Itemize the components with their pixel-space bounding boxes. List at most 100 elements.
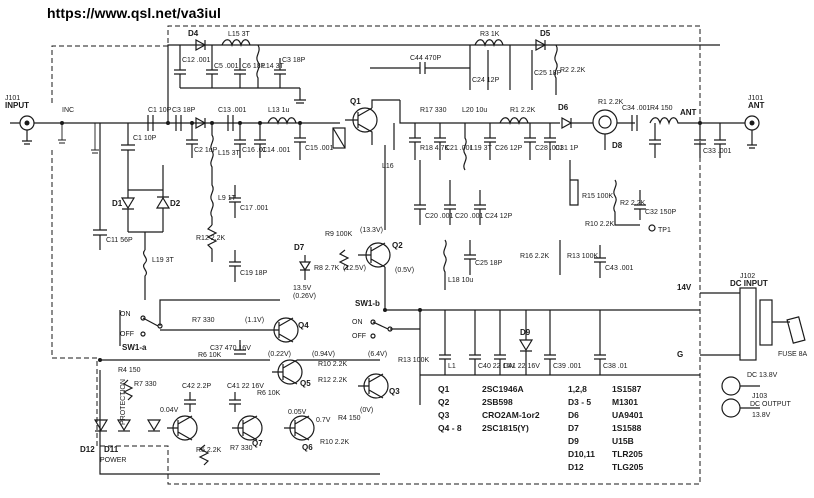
c11-label: C15 .001: [305, 145, 334, 152]
sw1b-off-label: OFF: [352, 333, 366, 340]
sw1b-label: SW1-b: [355, 299, 380, 308]
c3-label: C3 18P: [172, 107, 196, 114]
j1-ref-label: J101: [748, 95, 763, 102]
tp1-label: TP1: [658, 227, 671, 234]
parts-table-part: U15B: [612, 436, 634, 446]
d4-label: D4: [188, 29, 199, 38]
switch-sw1a: ON OFF SW1-a: [120, 311, 163, 352]
volt-12-5: (12.5V): [343, 265, 366, 272]
c39-label: C41 22 16V: [503, 363, 540, 370]
sw1a-on-label: ON: [120, 311, 131, 318]
q2-transistor: Q2: [358, 241, 403, 268]
r16-label: R6 10K: [257, 390, 281, 397]
q1-transistor: Q1: [345, 97, 378, 145]
r4-label: R9 100K: [325, 231, 353, 238]
r3-label: R8 2.7K: [314, 265, 340, 272]
r14-label: R6 10K: [198, 352, 222, 359]
l6-label: L14 3T: [262, 63, 285, 70]
tc2-label: R18 4.7K: [420, 145, 450, 152]
l14-label: L20 10u: [462, 107, 487, 114]
parts-table-part: CRO2AM-1or2: [482, 410, 540, 420]
c14-label: C19 18P: [240, 270, 268, 277]
d11-label: D11: [104, 445, 119, 454]
c4-label: C1 10P: [148, 107, 172, 114]
l3-label: L15 3T: [218, 150, 241, 157]
c6-label: C6 18P: [242, 63, 266, 70]
l3-top-label: L15 3T: [228, 31, 251, 38]
c1-label: C1 10P: [133, 135, 157, 142]
vr2-label: R16 2.2K: [520, 253, 550, 260]
l18-label: R3 1K: [480, 31, 500, 38]
j102-name-label: DC INPUT: [730, 279, 768, 288]
c20-label: C24 12P: [485, 213, 513, 220]
l4-label: L19 3T: [152, 257, 175, 264]
dc-output-connector: J103 DC OUTPUT 13.8V: [721, 376, 792, 419]
volt-0-22: (0.22V): [268, 351, 291, 358]
dc-out-2-label: 13.8V: [752, 412, 771, 419]
parts-table-ref: Q3: [438, 410, 450, 420]
dc-out-1-label: DC 13.8V: [747, 372, 778, 379]
volt-0-5: (0.5V): [395, 267, 414, 274]
q8-transistor: [167, 415, 198, 441]
q3-transistor: Q3: [358, 373, 400, 399]
volt-6-4: (6.4V): [368, 351, 387, 358]
j101-name-label: INPUT: [5, 101, 29, 110]
r1-label: R4 150: [118, 367, 141, 374]
c34-label: C33 .001: [703, 148, 732, 155]
parts-table-part: 1S1587: [612, 384, 642, 394]
c2-label: C2 1uP: [194, 147, 218, 154]
r6-label: R10 2.2K: [585, 221, 615, 228]
l13-label: L19 3T: [470, 145, 493, 152]
parts-table-part: TLG205: [612, 462, 643, 472]
l15-label: R1 2.2K: [510, 107, 536, 114]
c3-top-label: C3 18P: [282, 57, 306, 64]
volt-0: (0V): [360, 407, 373, 414]
parts-table-ref: Q1: [438, 384, 450, 394]
j103-name-label: DC OUTPUT: [750, 401, 792, 408]
l17-label: R2 2.2K: [560, 67, 586, 74]
l19-label: R4 150: [650, 105, 673, 112]
j1-name-label: ANT: [748, 101, 765, 110]
parts-table-part: TLR205: [612, 449, 643, 459]
inc-label: INC: [62, 107, 74, 114]
c33-label: C32 150P: [645, 209, 676, 216]
q4-label: Q4: [298, 321, 309, 330]
d11-name-label: POWER: [100, 457, 126, 464]
l2-label: L9 1T: [218, 195, 237, 202]
volt-0-04: 0.04V: [160, 407, 179, 414]
q1-label: Q1: [350, 97, 361, 106]
d7-label: D7: [294, 243, 305, 252]
c36-label: C38 .01: [603, 363, 628, 370]
parts-table-ref: D3 - 5: [568, 397, 591, 407]
c9-label: C13 .001: [218, 107, 247, 114]
r18-label: R7 330: [192, 317, 215, 324]
volt-0-94: (0.94V): [312, 351, 335, 358]
parts-table-ref: D7: [568, 423, 579, 433]
ant-connector: J101 ANT: [744, 95, 765, 149]
l5-label: L13 1u: [268, 107, 290, 114]
l12-label: L18 10u: [448, 277, 473, 284]
v14-label: 14V: [677, 283, 692, 292]
r10-label: R12 2.2K: [318, 377, 348, 384]
vr1-label: R15 100K: [582, 193, 613, 200]
c21-label: C25 18P: [475, 260, 503, 267]
c15-label: C20 .001: [425, 213, 454, 220]
parts-table-ref: D12: [568, 462, 584, 472]
parts-table-part: 2SB598: [482, 397, 513, 407]
c27-label: C24 12P: [472, 77, 500, 84]
c7-label: C11 56P: [106, 237, 133, 244]
sw1a-label: SW1-a: [122, 343, 147, 352]
c35-label: C37 470 16V: [210, 345, 251, 352]
volt-13-3: (13.3V): [360, 227, 383, 234]
parts-table-part: 2SC1946A: [482, 384, 524, 394]
q3-label: Q3: [389, 387, 400, 396]
source-url: https://www.qsl.net/va3iul: [47, 5, 221, 21]
c41-label: C42 2.2P: [182, 383, 212, 390]
tc1-label: R17 330: [420, 107, 447, 114]
d9-label: D9: [520, 328, 531, 337]
c24-label: C26 12P: [495, 145, 523, 152]
c12-label: C16 .01: [242, 147, 267, 154]
q6-label: Q6: [302, 443, 313, 452]
parts-table-ref: D6: [568, 410, 579, 420]
r12-label: R10 2.2K: [320, 439, 350, 446]
